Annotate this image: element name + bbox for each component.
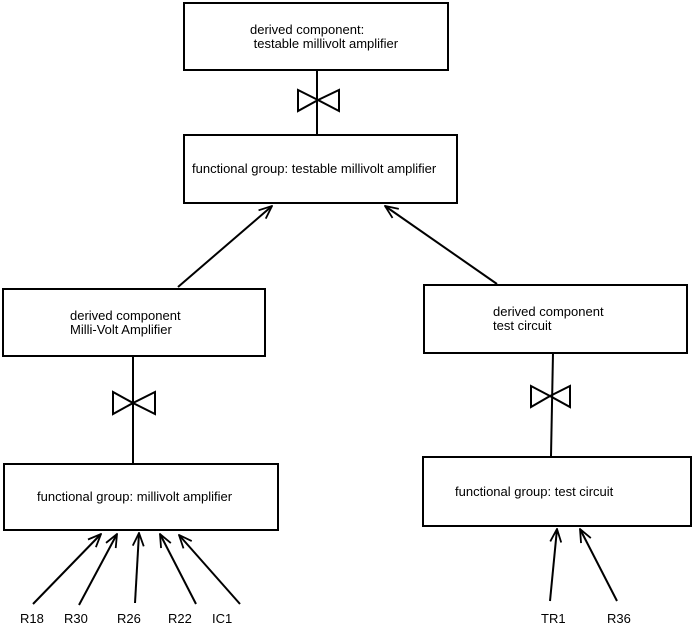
bowtie-decomposition-icon-right <box>530 384 571 409</box>
node-derived-component-test-circuit: derived component test circuit <box>423 284 688 354</box>
node-label-line: functional group: millivolt amplifier <box>37 489 233 504</box>
node-label-line: testable millivolt amplifier <box>250 35 399 51</box>
node-functional-group-testable-millivolt-amplifier: functional group: testable millivolt amp… <box>183 134 458 204</box>
node-derived-component-milli-volt-amplifier: derived component Milli-Volt Amplifier <box>2 288 266 357</box>
node-functional-group-millivolt-amplifier: functional group: millivolt amplifier <box>3 463 279 531</box>
node-label-line: functional group: testable millivolt amp… <box>192 161 437 176</box>
node-label-line: test circuit <box>493 318 552 333</box>
node-label-line: functional group: test circuit <box>455 483 614 499</box>
node-label-line: derived component <box>70 307 181 323</box>
edge-r36-to-right-functional-arrow <box>580 529 618 602</box>
edge-r30-to-left-functional-arrow <box>78 534 117 606</box>
leaf-label-r36: R36 <box>607 611 631 626</box>
node-label-line: derived component: <box>250 21 365 37</box>
leaf-label-ic1: IC1 <box>212 611 233 626</box>
edge-right-derived-to-right-functional <box>550 352 554 457</box>
node-functional-group-test-circuit: functional group: test circuit <box>422 456 692 527</box>
leaf-label-tr1: TR1 <box>541 611 566 626</box>
leaf-label-r26: R26 <box>117 611 141 626</box>
node-derived-component-testable-millivolt-amplifier: derived component: testable millivolt am… <box>183 2 449 71</box>
leaf-label-r22: R22 <box>168 611 192 626</box>
leaf-label-r30: R30 <box>64 611 88 626</box>
edge-right-derived-to-top-functional-arrow <box>385 206 498 285</box>
bowtie-decomposition-icon-left <box>112 390 156 416</box>
bowtie-decomposition-icon-top <box>297 88 340 113</box>
edge-ic1-to-left-functional-arrow <box>179 535 241 605</box>
node-label-line: Milli-Volt Amplifier <box>70 321 172 337</box>
node-label-line: derived component <box>493 304 604 319</box>
edge-tr1-to-right-functional-arrow <box>549 529 557 602</box>
edge-r22-to-left-functional-arrow <box>160 534 197 605</box>
edge-r26-to-left-functional-arrow <box>135 533 139 604</box>
edge-r18-to-left-functional-arrow <box>32 534 101 605</box>
leaf-label-r18: R18 <box>20 611 44 626</box>
edge-left-derived-to-top-functional-arrow <box>177 206 272 288</box>
